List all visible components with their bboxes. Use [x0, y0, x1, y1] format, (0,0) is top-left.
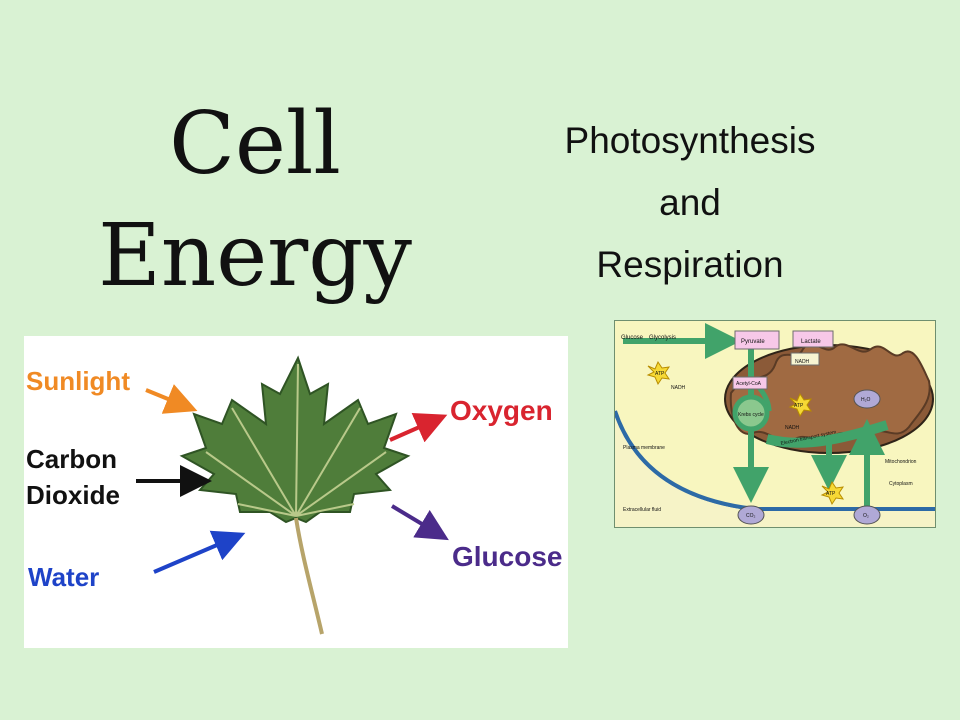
title-line-energy: Energy — [98, 206, 412, 306]
resp-krebs: Krebs cycle — [738, 412, 764, 418]
resp-cytoplasm: Cytoplasm — [889, 481, 913, 487]
slide-subtitle: Photosynthesis and Respiration — [540, 110, 840, 296]
oxygen-arrow — [389, 413, 448, 443]
respiration-svg: Glucose Glycolysis Pyruvate Lactate ATP … — [615, 321, 935, 525]
label-sunlight: Sunlight — [26, 366, 130, 396]
resp-nadh-3: NADH — [785, 425, 800, 431]
sunlight-arrow — [145, 384, 198, 414]
subtitle-and: and — [659, 182, 721, 223]
resp-nadh-2: NADH — [795, 359, 810, 365]
resp-o2: O₂ — [863, 513, 869, 519]
title-line-cell: Cell — [169, 94, 341, 194]
resp-acetyl-coa: Acetyl-CoA — [736, 381, 762, 387]
resp-glucose: Glucose — [621, 335, 644, 341]
subtitle-photosynthesis: Photosynthesis — [564, 120, 816, 161]
label-carbon: Carbon — [26, 444, 117, 474]
resp-extracellular: Extracellular fluid — [623, 507, 661, 513]
resp-glycolysis: Glycolysis — [649, 335, 676, 341]
resp-h2o: H₂O — [861, 397, 871, 403]
resp-co2: CO₂ — [746, 513, 756, 519]
maple-leaf-icon — [179, 355, 411, 635]
resp-atp-1: ATP — [655, 371, 665, 377]
label-dioxide: Dioxide — [26, 480, 120, 510]
photosynthesis-svg: Sunlight Carbon Dioxide Water Oxygen Glu… — [26, 355, 562, 635]
resp-pyruvate: Pyruvate — [741, 339, 765, 345]
label-oxygen: Oxygen — [450, 395, 553, 426]
label-glucose: Glucose — [452, 541, 562, 572]
slide-title: Cell Energy — [60, 88, 450, 312]
subtitle-respiration: Respiration — [596, 244, 784, 285]
resp-plasma-membrane: Plasma membrane — [623, 445, 665, 451]
label-water: Water — [28, 562, 99, 592]
resp-nadh-1: NADH — [671, 385, 686, 391]
photosynthesis-diagram: Sunlight Carbon Dioxide Water Oxygen Glu… — [24, 336, 568, 648]
resp-atp-2: ATP — [794, 403, 804, 409]
glucose-arrow — [390, 504, 449, 541]
resp-mitochondrion: Mitochondrion — [885, 459, 917, 465]
respiration-diagram: Glucose Glycolysis Pyruvate Lactate ATP … — [614, 320, 936, 528]
resp-lactate: Lactate — [801, 339, 821, 345]
resp-atp-3: ATP — [826, 491, 836, 497]
water-arrow — [153, 530, 246, 574]
